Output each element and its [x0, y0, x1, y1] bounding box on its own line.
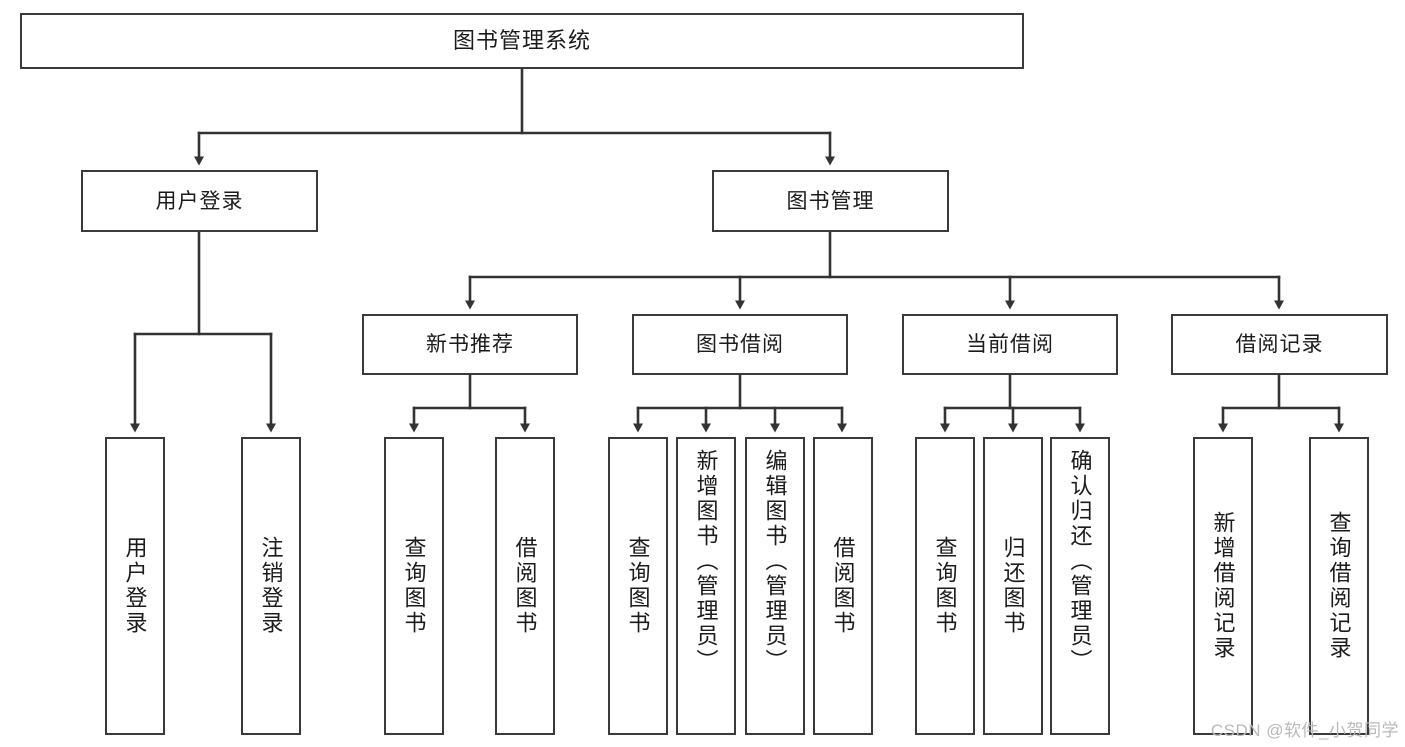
leaf-borrow-add-book[interactable]: 新增图书（管理员） [676, 437, 736, 735]
node-borrow-record[interactable]: 借阅记录 [1171, 314, 1388, 375]
leaf-current-query-book-label: 查询图书 [932, 536, 958, 636]
node-book-borrow[interactable]: 图书借阅 [632, 314, 848, 375]
leaf-recommend-query-book-label: 查询图书 [401, 536, 427, 636]
leaf-recommend-borrow-book[interactable]: 借阅图书 [495, 437, 555, 735]
node-book-manage-label: 图书管理 [786, 189, 875, 213]
node-current-borrow-label: 当前借阅 [966, 333, 1054, 356]
csdn-watermark: CSDN @软件_小贺同学 [1210, 721, 1399, 740]
leaf-record-add-record[interactable]: 新增借阅记录 [1193, 437, 1253, 735]
leaf-user-login-logout[interactable]: 注销登录 [241, 437, 301, 735]
leaf-record-add-record-label: 新增借阅记录 [1210, 511, 1236, 661]
leaf-record-query-record-label: 查询借阅记录 [1326, 511, 1352, 661]
node-borrow-record-label: 借阅记录 [1235, 333, 1324, 356]
leaf-recommend-borrow-book-label: 借阅图书 [512, 536, 538, 636]
node-current-borrow[interactable]: 当前借阅 [902, 314, 1118, 375]
leaf-borrow-borrow-book[interactable]: 借阅图书 [813, 437, 873, 735]
leaf-current-return-book-label: 归还图书 [1000, 536, 1026, 636]
leaf-borrow-edit-book[interactable]: 编辑图书（管理员） [745, 437, 805, 735]
leaf-record-query-record[interactable]: 查询借阅记录 [1309, 437, 1369, 735]
leaf-current-query-book[interactable]: 查询图书 [915, 437, 975, 735]
leaf-borrow-query-book[interactable]: 查询图书 [608, 437, 668, 735]
node-root-label: 图书管理系统 [452, 28, 591, 53]
leaf-user-login-login[interactable]: 用户登录 [105, 437, 165, 735]
node-user-login[interactable]: 用户登录 [81, 170, 318, 232]
node-root[interactable]: 图书管理系统 [20, 13, 1024, 69]
leaf-recommend-query-book[interactable]: 查询图书 [384, 437, 444, 735]
leaf-borrow-edit-book-label: 编辑图书（管理员） [762, 449, 788, 674]
leaf-borrow-query-book-label: 查询图书 [625, 536, 651, 636]
leaf-borrow-add-book-label: 新增图书（管理员） [693, 449, 719, 674]
leaf-borrow-borrow-book-label: 借阅图书 [830, 536, 856, 636]
leaf-user-login-logout-label: 注销登录 [258, 536, 284, 636]
node-new-book-recommend[interactable]: 新书推荐 [362, 314, 578, 375]
node-book-borrow-label: 图书借阅 [696, 333, 784, 356]
node-book-manage[interactable]: 图书管理 [712, 170, 949, 232]
leaf-current-confirm-return-label: 确认归还（管理员） [1067, 449, 1093, 674]
node-user-login-label: 用户登录 [155, 189, 244, 213]
leaf-current-confirm-return[interactable]: 确认归还（管理员） [1050, 437, 1110, 735]
node-new-book-recommend-label: 新书推荐 [426, 333, 514, 356]
leaf-current-return-book[interactable]: 归还图书 [983, 437, 1043, 735]
leaf-user-login-login-label: 用户登录 [122, 536, 148, 636]
